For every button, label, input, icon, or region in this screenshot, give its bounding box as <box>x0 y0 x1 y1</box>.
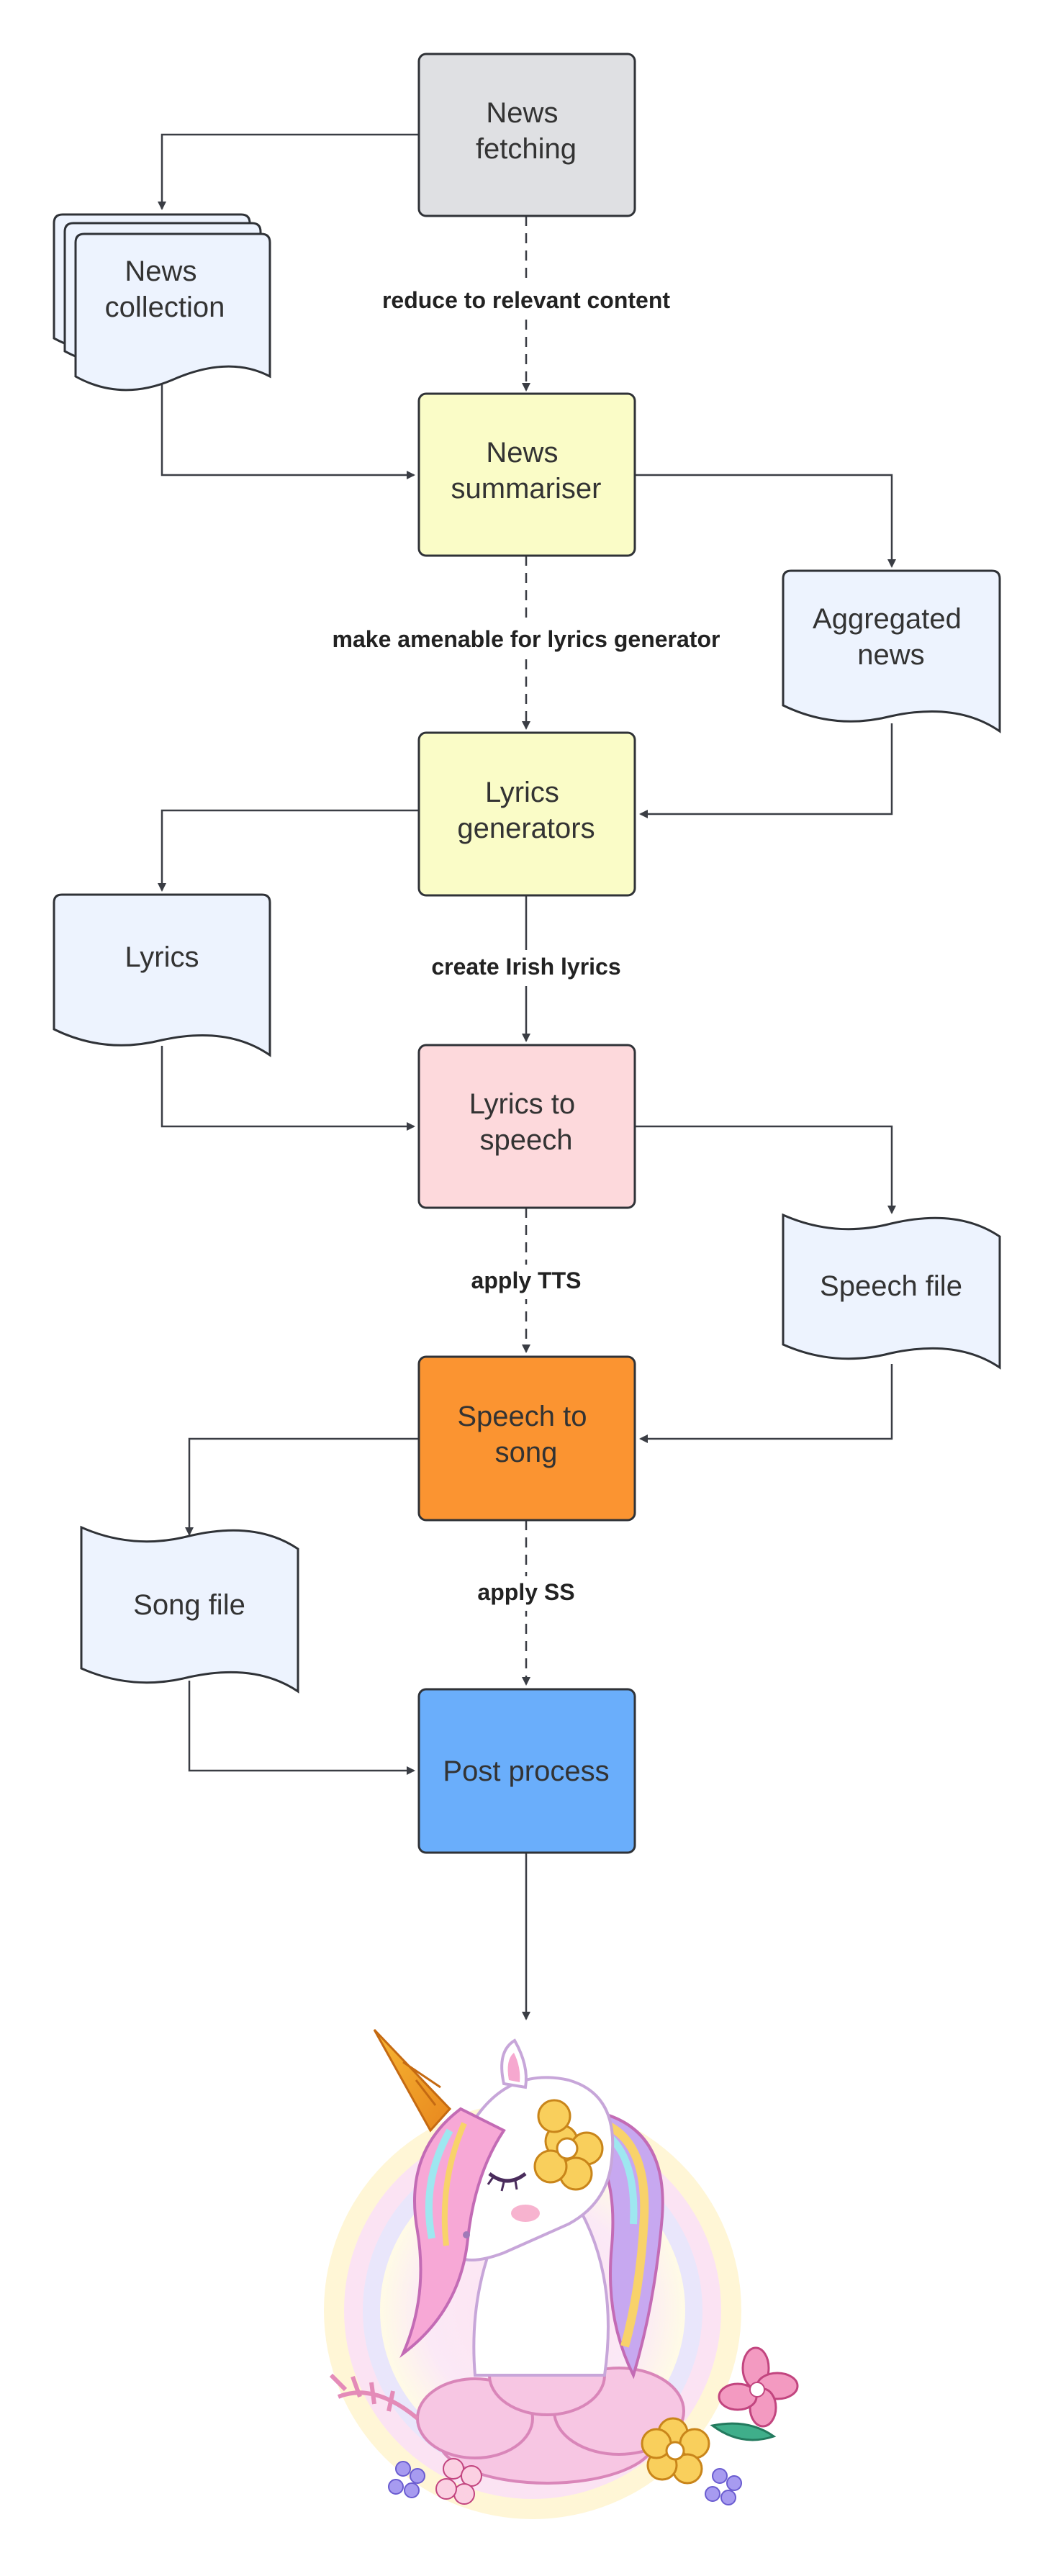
connector-aggregated-to-generators <box>639 723 893 818</box>
doc-label: News <box>125 256 196 287</box>
svg-text:Aggregated news: Aggregated news <box>813 603 970 671</box>
doc-song-file[interactable]: Song file <box>80 1525 299 1694</box>
svg-text:Post process: Post process <box>443 1755 609 1787</box>
doc-aggregated-news[interactable]: Aggregated news <box>782 569 1001 733</box>
edge-label-ss: apply SS <box>477 1579 574 1605</box>
doc-label: Song file <box>133 1589 245 1621</box>
node-label: generators <box>457 813 595 844</box>
node-post-process[interactable]: Post process <box>417 1688 636 1854</box>
edge-label-irish: create Irish lyrics <box>431 954 620 980</box>
node-news-summariser[interactable]: News summariser <box>417 392 636 557</box>
doc-speech-file[interactable]: Speech file <box>782 1213 1001 1370</box>
node-label: song <box>495 1437 558 1468</box>
connector-summariser-to-aggregated <box>636 474 896 568</box>
node-label: speech <box>480 1124 573 1156</box>
svg-text:Speech file: Speech file <box>820 1270 962 1302</box>
doc-label: Lyrics <box>125 941 199 973</box>
doc-label: Aggregated <box>813 603 962 635</box>
connector-generators-to-lyrics <box>158 809 419 892</box>
node-lyrics-to-speech[interactable]: Lyrics to speech <box>417 1044 636 1209</box>
connectors <box>158 133 896 2020</box>
node-label: fetching <box>476 133 577 165</box>
svg-text:Song file: Song file <box>133 1589 245 1621</box>
node-label: News <box>486 437 558 469</box>
svg-text:News summariser: News summariser <box>451 437 602 505</box>
edge-label-amenable: make amenable for lyrics generator <box>333 626 720 652</box>
doc-lyrics[interactable]: Lyrics <box>53 893 271 1057</box>
node-lyrics-generators[interactable]: Lyrics generators <box>417 731 636 897</box>
svg-text:Lyrics: Lyrics <box>125 941 199 973</box>
node-label: summariser <box>451 473 602 505</box>
node-label: News <box>486 97 558 129</box>
connector-song-to-songfile <box>185 1437 419 1536</box>
unicorn-icon <box>324 2028 799 2519</box>
node-label: Speech to <box>457 1401 587 1432</box>
node-news-fetching[interactable]: News fetching <box>417 53 636 217</box>
connector-lyrics-to-tts <box>161 1046 415 1131</box>
doc-label: collection <box>105 292 225 323</box>
doc-label: Speech file <box>820 1270 962 1302</box>
svg-text:News fetching: News fetching <box>476 97 577 165</box>
node-speech-to-song[interactable]: Speech to song <box>417 1355 636 1522</box>
node-label: Lyrics to <box>469 1088 575 1120</box>
doc-label: news <box>857 639 924 671</box>
connector-speechfile-to-song <box>639 1364 893 1443</box>
edge-labels: reduce to relevant content make amenable… <box>313 282 739 1611</box>
svg-text:Speech to song: Speech to song <box>457 1401 595 1468</box>
svg-text:Lyrics to speech: Lyrics to speech <box>469 1088 584 1156</box>
svg-text:News collection: News collection <box>105 256 225 323</box>
connector-songfile-to-post <box>188 1681 415 1775</box>
edge-label-reduce: reduce to relevant content <box>382 287 670 313</box>
node-label: Lyrics <box>485 777 559 808</box>
doc-news-collection[interactable]: News collection <box>53 213 271 392</box>
svg-text:Lyrics generators: Lyrics generators <box>457 777 595 844</box>
connector-tts-to-speechfile <box>636 1125 896 1214</box>
node-label: Post process <box>443 1755 609 1787</box>
connector-collection-to-summariser <box>161 371 415 479</box>
edge-label-tts: apply TTS <box>471 1267 582 1293</box>
connector-fetch-to-collection <box>158 133 419 210</box>
